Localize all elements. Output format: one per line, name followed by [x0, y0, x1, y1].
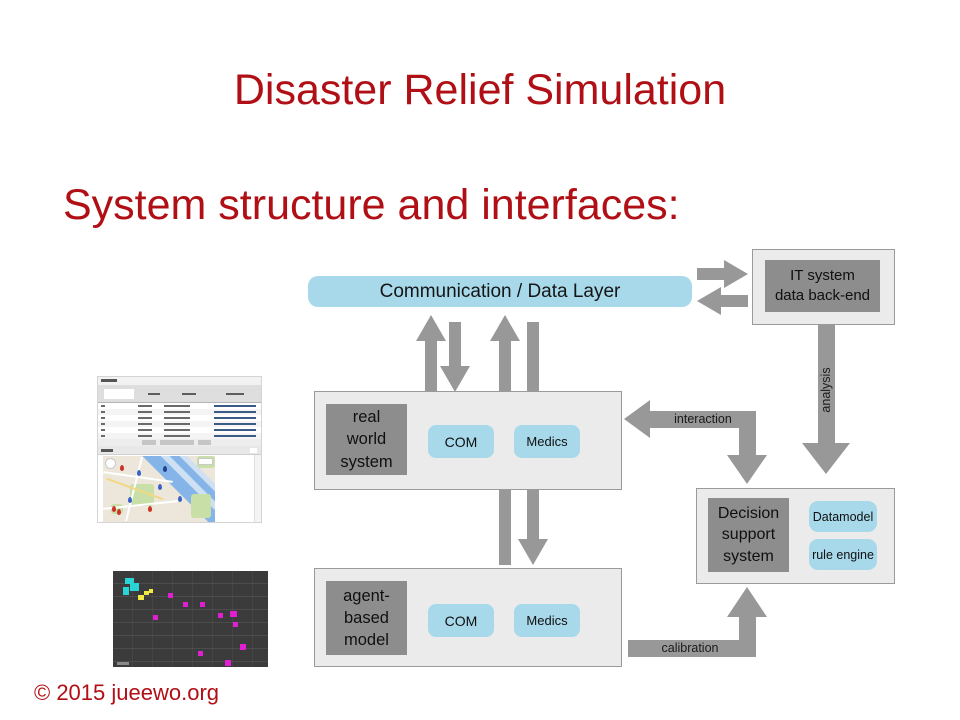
agent-dot-cyan — [125, 578, 134, 584]
real-world-box: real world system — [326, 404, 407, 475]
real-world-medics-chip: Medics — [514, 425, 580, 458]
arrow-realworld-down — [449, 322, 461, 368]
screenshot-simulation-view — [113, 571, 268, 667]
real-world-com-chip: COM — [428, 425, 494, 458]
mini-table-row — [98, 433, 261, 439]
agent-dot-magenta — [218, 613, 223, 618]
decision-support-box: Decision support system — [708, 498, 789, 572]
slide-title: Disaster Relief Simulation — [233, 66, 727, 114]
rule-engine-chip: rule engine — [809, 539, 877, 570]
arrow-analysis-head — [802, 443, 850, 474]
screenshot-map-thumbnail — [103, 456, 215, 522]
agent-dot-yellow — [149, 589, 153, 593]
arrow-calibration-vbar — [739, 617, 756, 640]
map-marker — [128, 497, 132, 503]
arrow-it-to-comm-head — [697, 287, 721, 315]
arrow-realworld-down-head — [440, 366, 470, 392]
map-marker — [163, 466, 167, 472]
agent-dot-magenta — [198, 651, 203, 656]
communication-data-layer-box: Communication / Data Layer — [308, 276, 692, 307]
interaction-label: interaction — [674, 412, 732, 426]
map-marker — [158, 484, 162, 490]
mini-table-row — [98, 421, 261, 427]
map-marker — [137, 470, 141, 476]
agent-dot-cyan — [130, 583, 139, 591]
arrow-interaction-hbar — [650, 411, 756, 428]
agent-dot-cyan — [123, 587, 129, 595]
agent-dot-magenta — [183, 602, 188, 607]
map-zoom-control — [198, 458, 213, 465]
agent-dot-magenta — [225, 660, 231, 666]
agent-dot-magenta — [168, 593, 173, 598]
mini-table-row — [98, 409, 261, 415]
agent-dot-yellow — [138, 595, 144, 600]
arrow-analysis-bar — [818, 323, 835, 443]
mini-table-row — [98, 415, 261, 421]
agent-com-chip: COM — [428, 604, 494, 637]
arrow-comm-to-it-head — [724, 260, 748, 288]
arrow-realworld-up — [425, 339, 437, 391]
arrow-interaction-vbar — [739, 428, 756, 455]
datamodel-chip: Datamodel — [809, 501, 877, 532]
copyright-text: © 2015 jueewo.org — [34, 680, 220, 705]
agent-dot-magenta — [233, 622, 238, 627]
map-marker — [117, 509, 121, 515]
it-backend-box: IT system data back-end — [765, 260, 880, 312]
arrow-calibration-up-head — [727, 587, 767, 617]
agent-model-box: agent- based model — [326, 581, 407, 655]
arrow-interaction-down-head — [727, 455, 767, 484]
mini-table-header — [98, 385, 261, 403]
arrow-comm-to-it — [697, 268, 724, 280]
map-marker — [178, 496, 182, 502]
analysis-label: analysis — [819, 367, 833, 413]
arrow-agent-up-head — [490, 315, 520, 341]
mini-map-section-header — [98, 446, 261, 455]
map-park — [191, 494, 211, 518]
mini-table-buttons — [98, 439, 261, 446]
agent-dot-magenta — [230, 611, 237, 617]
arrow-agent-down-head — [518, 539, 548, 565]
map-compass-icon — [105, 458, 116, 469]
map-marker — [148, 506, 152, 512]
agent-dot-magenta — [240, 644, 246, 650]
arrow-realworld-up-head — [416, 315, 446, 341]
mini-map-area — [98, 455, 261, 522]
arrow-calibration-hbar — [628, 640, 756, 657]
map-marker — [120, 465, 124, 471]
agent-dot-yellow — [144, 591, 149, 595]
arrow-interaction-left-head — [624, 400, 650, 438]
map-marker — [112, 506, 116, 512]
mini-table-rows — [98, 403, 261, 439]
agent-dot-magenta — [153, 615, 158, 620]
slide-subtitle: System structure and interfaces: — [63, 181, 680, 229]
agent-dot-magenta — [200, 602, 205, 607]
mini-scrollbar — [254, 455, 261, 522]
mini-table-row — [98, 427, 261, 433]
simulation-scale-mark — [117, 662, 129, 665]
screenshot-operations-panel — [97, 376, 262, 523]
mini-window-titlebar — [98, 377, 261, 385]
calibration-label: calibration — [661, 641, 719, 655]
arrow-it-to-comm — [721, 295, 748, 307]
agent-medics-chip: Medics — [514, 604, 580, 637]
mini-table-row — [98, 403, 261, 409]
